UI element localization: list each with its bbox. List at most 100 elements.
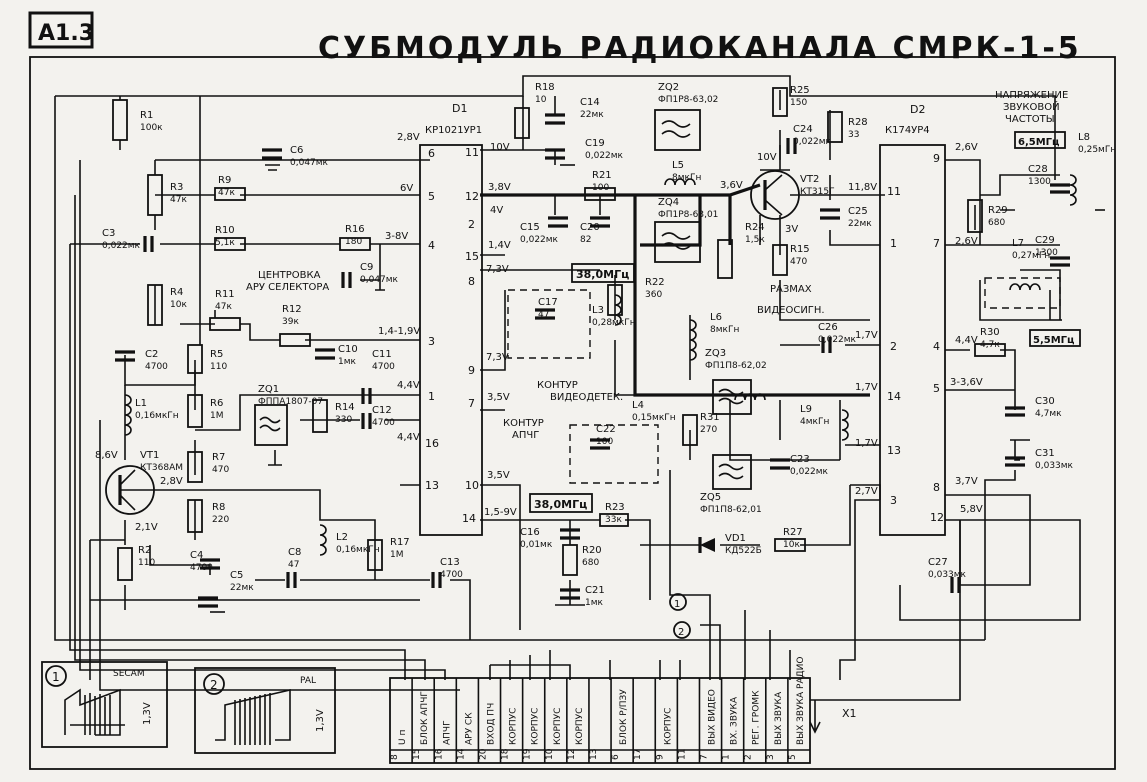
freq-box xyxy=(1014,131,1066,149)
c20-ref: C20 xyxy=(580,222,600,233)
inductor-coils xyxy=(124,174,1077,556)
l2-ref: L2 xyxy=(336,532,348,543)
ic-d1-supply: 2,8V xyxy=(397,132,420,143)
r6-ref: R6 xyxy=(210,398,223,409)
d2-pin: 8 xyxy=(933,481,940,494)
l7-box xyxy=(984,277,1061,309)
r29-value: 680 xyxy=(988,218,1005,228)
voltage-v26a: 2,6V xyxy=(955,142,978,153)
d2-pin: 1 xyxy=(890,237,897,250)
r20-ref: R20 xyxy=(582,545,602,556)
c19-ref: C19 xyxy=(585,138,605,149)
r9-ref: R9 xyxy=(218,175,231,186)
connector-cell-name: БЛОК АПЧГ xyxy=(420,691,430,745)
r30-ref: R30 xyxy=(980,327,1000,338)
d2-pin: 12 xyxy=(930,511,944,524)
connector-cell-name: ВХОД ПЧ xyxy=(486,703,496,745)
l3-value: 0,28мкГн xyxy=(592,318,636,328)
r16-value: 180 xyxy=(345,237,362,247)
c28-ref: C28 xyxy=(1028,164,1048,175)
sheet-ref-box xyxy=(28,11,94,49)
voltage-v26b: 2,6V xyxy=(955,236,978,247)
connector-cell-pin: 19 xyxy=(523,748,533,760)
ic-d2-type: К174УР4 xyxy=(885,125,930,136)
vd1-ref: VD1 xyxy=(725,533,746,544)
transistor-vt2 xyxy=(750,170,800,220)
l4-ref: L4 xyxy=(632,400,644,411)
marker-1-text: 1 xyxy=(52,670,60,684)
capacitor-plates xyxy=(115,113,1070,608)
d1-pin: 5 xyxy=(428,190,435,203)
r20-value: 680 xyxy=(582,558,599,568)
d2-pin: 7 xyxy=(933,237,940,250)
voltage-v14b: 1,4V xyxy=(488,240,511,251)
connector-cell-name: КОРПУС xyxy=(553,708,563,745)
c9-value: 0,047мк xyxy=(360,275,399,285)
connector-ref: X1 xyxy=(842,707,857,720)
marker-2-text: 2 xyxy=(678,627,684,638)
c12-ref: C12 xyxy=(372,405,392,416)
r7-ref: R7 xyxy=(212,452,225,463)
transistor-vt1 xyxy=(105,465,155,515)
l7-value: 0,27мГн xyxy=(1012,251,1050,261)
piezo-filters xyxy=(254,109,752,490)
r2-ref: R2 xyxy=(138,545,151,556)
voltage-v17a: 1,7V xyxy=(855,330,878,341)
video-label-2: ВИДЕОСИГН. xyxy=(757,305,825,316)
d2-pin: 2 xyxy=(890,340,897,353)
r10-ref: R10 xyxy=(215,225,235,236)
r9-value: 47к xyxy=(218,188,235,198)
r14-value: 330 xyxy=(335,415,352,425)
ground-symbols xyxy=(124,164,1105,613)
l1-value: 0,16мкГн xyxy=(135,411,179,421)
voltage-v38: 3-8V xyxy=(385,231,408,242)
d1-pin: 2 xyxy=(468,218,475,231)
connector-cell-pin: 1 xyxy=(722,754,732,760)
zq4-value: ФП1Р8-63,01 xyxy=(658,210,718,220)
c31-value: 0,033мк xyxy=(1035,461,1074,471)
d1-pin: 16 xyxy=(425,437,439,450)
r22-ref: R22 xyxy=(645,277,665,288)
connector-cell-pin: 6 xyxy=(611,754,621,760)
c10-value: 1мк xyxy=(338,357,357,367)
l5-value: 8мкГн xyxy=(672,173,701,183)
r16-ref: R16 xyxy=(345,224,365,235)
resistor-bodies xyxy=(112,87,1006,581)
c11-ref: C11 xyxy=(372,349,392,360)
c21-ref: C21 xyxy=(585,585,605,596)
kontur-apch-label-2: АПЧГ xyxy=(512,430,539,441)
connector-cell-name: КОРПУС xyxy=(509,708,519,745)
secam-amp: 1,3V xyxy=(142,702,153,725)
connector-cell-pin: 15 xyxy=(412,749,422,760)
connector-cell-pin: 13 xyxy=(589,749,599,760)
connector-cell-pin: 12 xyxy=(567,749,577,760)
c17-value: 47 xyxy=(538,310,549,320)
r4-ref: R4 xyxy=(170,287,183,298)
freq-label: 6,5МГц xyxy=(1018,137,1059,148)
d1-pin: 10 xyxy=(465,479,479,492)
c4-ref: C4 xyxy=(190,550,203,561)
c24-ref: C24 xyxy=(793,124,813,135)
c3-ref: C3 xyxy=(102,228,115,239)
c24-value: 0,022мк xyxy=(793,137,832,147)
r15-value: 470 xyxy=(790,257,807,267)
kontur-vd-label-1: КОНТУР xyxy=(537,380,578,391)
r5-value: 110 xyxy=(210,362,227,372)
c20-value: 82 xyxy=(580,235,591,245)
zq3-ref: ZQ3 xyxy=(705,348,726,359)
connector-cell-name: БЛОК Р/ПЗУ xyxy=(619,689,629,745)
r2-value: 110 xyxy=(138,558,155,568)
d2-pin: 5 xyxy=(933,382,940,395)
ic-d2 xyxy=(879,144,946,536)
r11-ref: R11 xyxy=(215,289,235,300)
r1-value: 100к xyxy=(140,123,163,133)
r7-value: 470 xyxy=(212,465,229,475)
connector-cell-pin: 14 xyxy=(456,748,466,760)
c22-value: 100 xyxy=(596,437,613,447)
voltage-v73a: 7,3V xyxy=(486,264,509,275)
d2-pin-numbers: 9 11 1 7 2 4 14 5 13 3 8 12 xyxy=(887,152,944,524)
connector-cell-pin: 11 xyxy=(677,749,687,760)
r27-value: 10к xyxy=(783,540,800,550)
vd1-value: КД522Б xyxy=(725,546,762,556)
